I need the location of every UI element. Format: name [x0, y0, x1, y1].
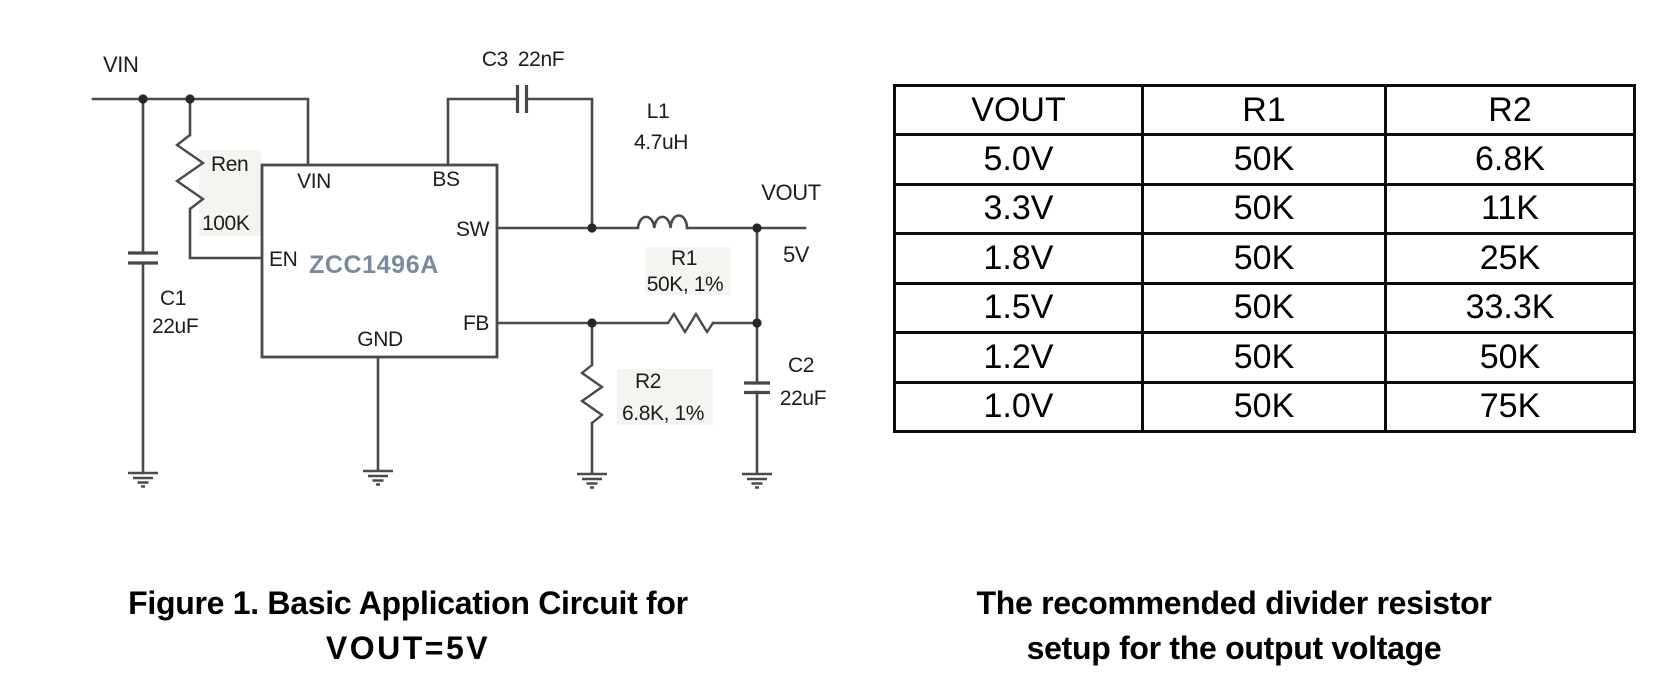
ground-icon — [575, 472, 609, 489]
cell-vout: 5.0V — [893, 133, 1144, 186]
table-row: 5.0V 50K 6.8K — [893, 133, 1636, 186]
pin-label-vin: VIN — [297, 170, 331, 193]
cell-r1: 50K — [1141, 380, 1387, 433]
label-shade — [199, 150, 261, 236]
capacitor-symbol-c1 — [128, 251, 158, 265]
label-shade — [617, 369, 713, 425]
table-header-row: VOUT R1 R2 — [893, 84, 1636, 136]
col-header-r2: R2 — [1384, 84, 1636, 136]
ground-icon — [126, 471, 160, 488]
junction-dot — [185, 94, 195, 104]
junction-dot — [752, 223, 762, 233]
cell-r2: 33.3K — [1384, 281, 1636, 334]
cell-r2: 50K — [1384, 331, 1636, 384]
cell-r2: 6.8K — [1384, 133, 1636, 186]
table-caption: The recommended divider resistor setup f… — [924, 581, 1544, 671]
cell-r1: 50K — [1141, 232, 1387, 285]
cell-r1: 50K — [1141, 133, 1387, 186]
cell-r1: 50K — [1141, 281, 1387, 334]
label-shade — [645, 247, 731, 295]
ground-icon — [361, 469, 395, 486]
inductor-symbol-l1 — [636, 214, 689, 229]
resistor-symbol-r2 — [579, 364, 605, 424]
resistor-symbol-ren — [174, 134, 206, 210]
ren-value-label: 100K — [202, 212, 250, 235]
pin-label-fb: FB — [463, 312, 489, 335]
chip-part-number: ZCC1496A — [309, 251, 439, 279]
ren-name-label: Ren — [211, 153, 248, 176]
r1-name-label: R1 — [671, 247, 697, 270]
pin-label-bs: BS — [432, 168, 460, 191]
junction-dot — [138, 94, 148, 104]
net-label-vout: VOUT — [761, 180, 821, 205]
junction-dot — [587, 318, 597, 328]
junction-dot — [587, 223, 597, 233]
pin-label-gnd: GND — [357, 328, 403, 351]
c1-value-label: 22uF — [152, 315, 198, 338]
resistor-symbol-r1 — [667, 311, 714, 335]
cell-vout: 1.5V — [893, 281, 1144, 334]
vin-rail-wire — [91, 97, 310, 167]
l1-name-label: L1 — [647, 100, 670, 123]
r2-value-label: 6.8K, 1% — [622, 402, 704, 425]
c1-name-label: C1 — [160, 287, 186, 310]
figure-caption-line1: Figure 1. Basic Application Circuit for — [128, 585, 688, 621]
cell-r2: 75K — [1384, 380, 1636, 433]
table-row: 1.5V 50K 33.3K — [893, 281, 1636, 334]
pin-label-sw: SW — [456, 218, 490, 241]
net-label-vin: VIN — [103, 52, 138, 77]
c2-name-label: C2 — [788, 354, 814, 377]
bootstrap-loop-wire — [446, 97, 594, 230]
capacitor-symbol-c3 — [515, 85, 529, 113]
ic-body — [260, 163, 499, 359]
col-header-vout: VOUT — [893, 84, 1144, 136]
table-caption-line1: The recommended divider resistor — [976, 585, 1492, 621]
ground-icon — [740, 472, 774, 489]
cell-r1: 50K — [1141, 331, 1387, 384]
cell-vout: 1.8V — [893, 232, 1144, 285]
junction-dot — [752, 318, 762, 328]
capacitor-symbol-c2 — [744, 381, 770, 395]
l1-value-label: 4.7uH — [634, 131, 688, 154]
col-header-r1: R1 — [1141, 84, 1387, 136]
table-row: 1.8V 50K 25K — [893, 232, 1636, 285]
cell-vout: 1.0V — [893, 380, 1144, 433]
figure-caption-line2: VOUT=5V — [325, 630, 491, 666]
divider-resistor-table: VOUT R1 R2 5.0V 50K 6.8K 3.3V 50K 11K 1.… — [893, 84, 1636, 433]
table-caption-line2: setup for the output voltage — [1026, 630, 1442, 666]
table-row: 1.0V 50K 75K — [893, 380, 1636, 433]
pin-label-en: EN — [269, 248, 297, 271]
c2-value-label: 22uF — [780, 387, 826, 410]
r2-name-label: R2 — [635, 370, 661, 393]
en-branch-wire — [188, 97, 264, 260]
table-row: 1.2V 50K 50K — [893, 331, 1636, 384]
cell-r2: 11K — [1384, 182, 1636, 235]
figure-caption: Figure 1. Basic Application Circuit for … — [98, 581, 718, 671]
cell-r1: 50K — [1141, 182, 1387, 235]
net-label-5v: 5V — [783, 242, 810, 267]
cell-vout: 1.2V — [893, 331, 1144, 384]
cell-r2: 25K — [1384, 232, 1636, 285]
cell-vout: 3.3V — [893, 182, 1144, 235]
table-row: 3.3V 50K 11K — [893, 182, 1636, 235]
r1-value-label: 50K, 1% — [647, 273, 724, 296]
